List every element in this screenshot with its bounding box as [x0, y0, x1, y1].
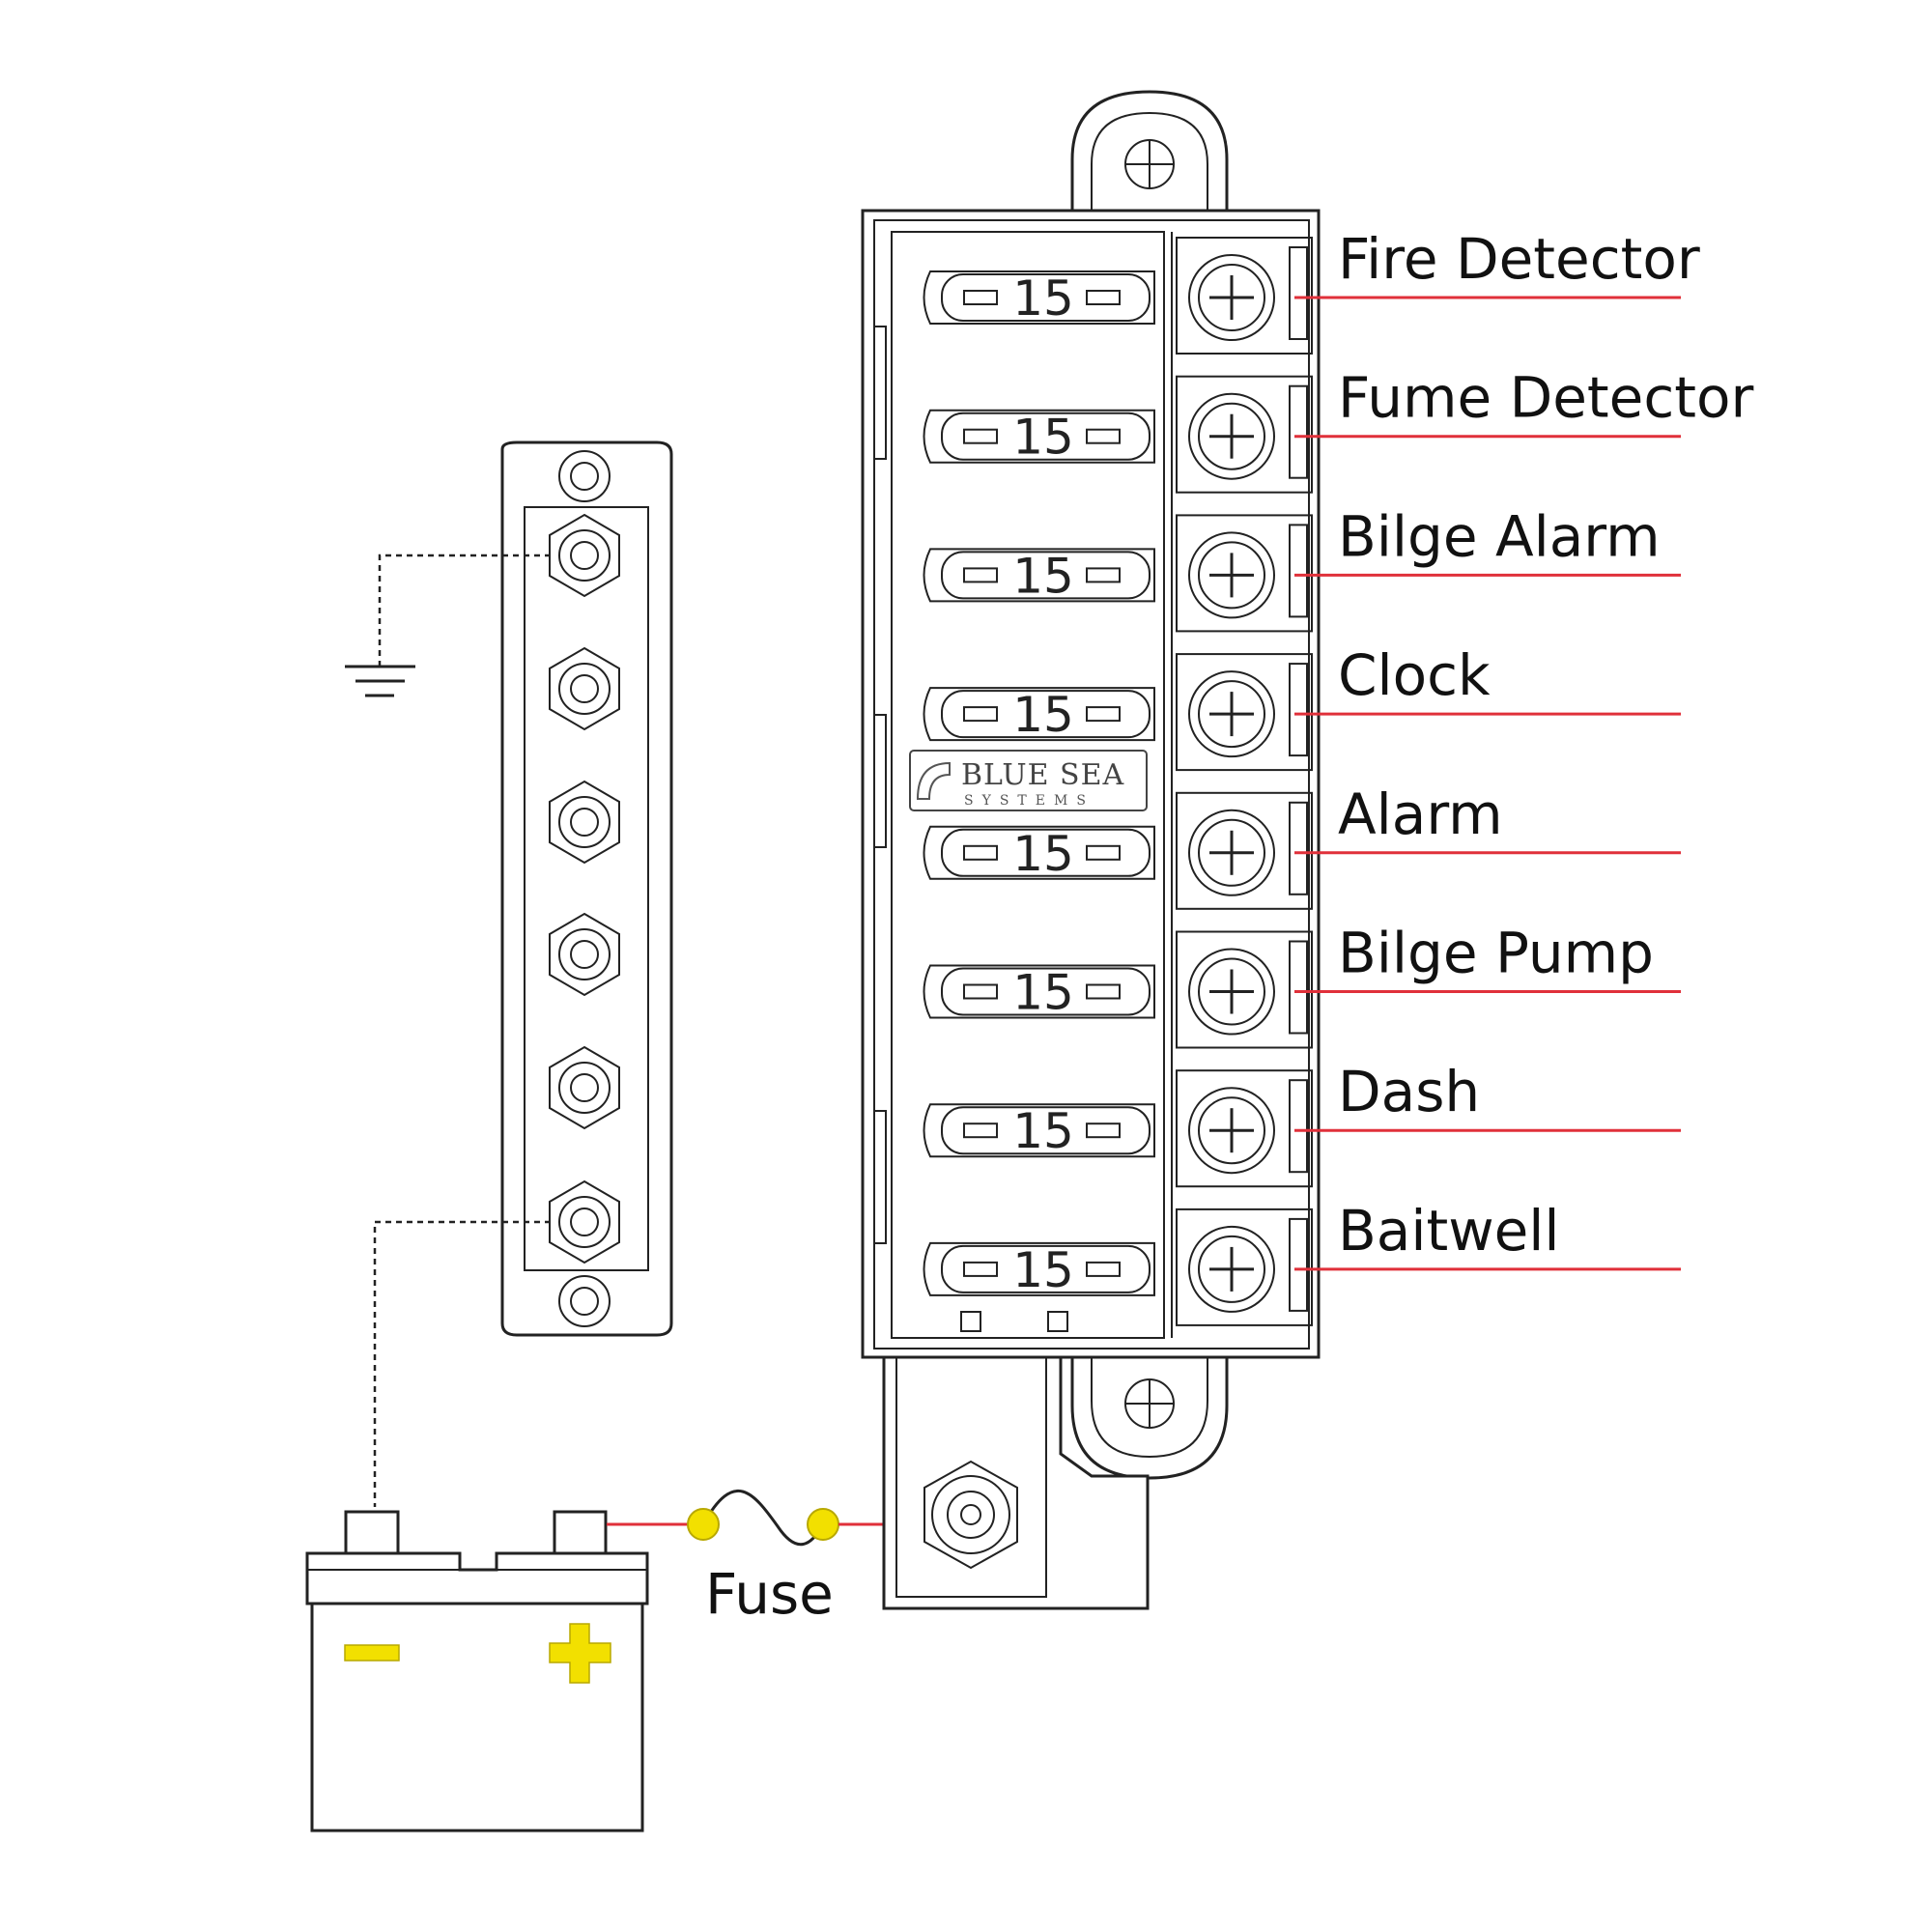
plus-icon: [549, 1623, 611, 1684]
blade-fuse: 15: [923, 1103, 1155, 1159]
circuit-label: Fume Detector: [1338, 365, 1753, 431]
blade-fuse: 15: [923, 964, 1155, 1021]
terminal-screw[interactable]: [1176, 375, 1313, 494]
fuse-rating: 15: [1012, 826, 1074, 882]
circuit-label: Baitwell: [1338, 1198, 1560, 1264]
supply-fuse-label: Fuse: [705, 1561, 834, 1627]
battery-negative-wire: [373, 1220, 551, 1507]
brand-subtitle: SYSTEMS: [964, 793, 1094, 809]
terminal-screw[interactable]: [1176, 514, 1313, 633]
battery: [305, 1510, 649, 1833]
circuit-label: Fire Detector: [1338, 226, 1700, 292]
bus-stud: [549, 1045, 620, 1130]
supply-fuse-wire: Fuse: [607, 1489, 927, 1627]
terminal-screw[interactable]: [1176, 237, 1313, 355]
blade-fuse: 15: [923, 687, 1155, 743]
brand-plate: BLUE SEA SYSTEMS: [909, 750, 1148, 811]
blade-fuse: 15: [923, 1241, 1155, 1298]
terminal-screw[interactable]: [1176, 1069, 1313, 1188]
circuit-label: Dash: [1338, 1059, 1480, 1124]
bus-stud: [549, 1179, 620, 1264]
blade-fuse: 15: [923, 548, 1155, 604]
bus-stud: [549, 513, 620, 598]
bus-stud-group: [549, 513, 620, 1264]
blade-fuse: 15: [923, 826, 1155, 882]
fuse-block: 15 15 15 15 15 15 15 15 BLUE SEA SYSTEMS: [861, 90, 1321, 1610]
fuse-rating: 15: [1012, 410, 1074, 466]
fuse-node-right: [807, 1508, 839, 1541]
ground-connection: [345, 554, 551, 697]
fuse-rating: 15: [1012, 1103, 1074, 1159]
brand-name: BLUE SEA: [961, 758, 1124, 792]
fuse-rating: 15: [1012, 1242, 1074, 1298]
terminal-screw[interactable]: [1176, 1208, 1313, 1326]
fuse-rating: 15: [1012, 965, 1074, 1021]
fuse-node-left: [687, 1508, 720, 1541]
ground-icon: [345, 665, 415, 697]
circuit-label: Bilge Alarm: [1338, 503, 1661, 569]
negative-bus-bar: [500, 440, 673, 1337]
bus-mount-hole-top: [558, 450, 611, 502]
bus-stud: [549, 780, 620, 865]
minus-icon: [344, 1644, 400, 1662]
bus-stud: [549, 646, 620, 731]
circuit-label: Alarm: [1338, 781, 1503, 847]
circuit-label: Clock: [1338, 642, 1491, 708]
terminal-screw[interactable]: [1176, 930, 1313, 1049]
blade-fuse: 15: [923, 409, 1155, 466]
terminal-screw[interactable]: [1176, 653, 1313, 772]
bus-mount-hole-bottom: [558, 1275, 611, 1327]
fuse-rows: 15 15 15 15 15 15 15 15: [923, 237, 1313, 1326]
blade-fuse: 15: [923, 270, 1155, 327]
fuse-rating: 15: [1012, 687, 1074, 743]
circuit-label: Bilge Pump: [1338, 921, 1654, 986]
fuse-rating: 15: [1012, 270, 1074, 327]
fuse-rating: 15: [1012, 548, 1074, 604]
supply-stud: [923, 1460, 1018, 1570]
terminal-screw[interactable]: [1176, 791, 1313, 910]
bus-stud: [549, 912, 620, 997]
